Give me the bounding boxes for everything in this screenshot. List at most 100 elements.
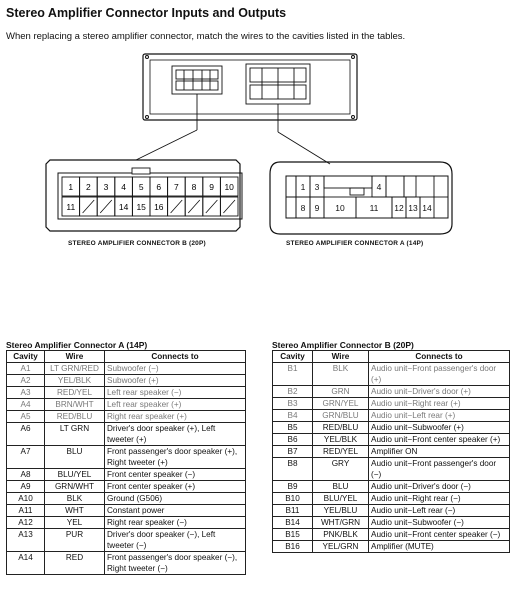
conn-b-cell-label: 9	[209, 182, 214, 192]
conn-b-cell-label: 5	[139, 182, 144, 192]
conn-b-cavity	[219, 196, 239, 217]
conn-b-unused-mark	[205, 199, 218, 214]
wire-cell: RED/BLU	[44, 410, 105, 423]
connector-a-diagram: 1 3 4 8 9 10 11 12 13 14	[269, 161, 453, 235]
conn-b-cell-label: 8	[192, 182, 197, 192]
connects-cell: Ground (G506)	[104, 492, 246, 505]
conn-b-cell-label: 14	[119, 202, 129, 212]
wire-cell: LT GRN/RED	[44, 362, 105, 375]
wire-cell: RED	[44, 551, 105, 575]
cavity-cell: A13	[6, 528, 45, 552]
connects-cell: Amplifier (MUTE)	[368, 540, 510, 553]
connects-cell: Audio unit−Subwoofer (−)	[368, 516, 510, 529]
wire-cell: BLK	[44, 492, 105, 505]
connects-cell: Driver's door speaker (+), Left tweeter …	[104, 422, 246, 446]
wire-cell: WHT/GRN	[312, 516, 369, 529]
conn-a-cell-10: 10	[335, 203, 345, 213]
cavity-cell: B11	[272, 504, 313, 517]
wire-cell: YEL/BLU	[312, 504, 369, 517]
connects-cell: Amplifier ON	[368, 445, 510, 458]
conn-b-cell-label: 6	[156, 182, 161, 192]
conn-b-unused-mark	[99, 199, 113, 214]
table-a-header-wire: Wire	[44, 350, 105, 363]
cavity-cell: B8	[272, 457, 313, 481]
cavity-cell: B14	[272, 516, 313, 529]
connects-cell: Constant power	[104, 504, 246, 517]
cavity-cell: A2	[6, 374, 45, 387]
wire-cell: WHT	[44, 504, 105, 517]
cavity-cell: B5	[272, 421, 313, 434]
wire-cell: BRN/WHT	[44, 398, 105, 411]
conn-a-cell-11: 11	[370, 203, 379, 213]
connects-cell: Audio unit−Driver's door (−)	[368, 480, 510, 493]
connects-cell: Front passenger's door speaker (−), Righ…	[104, 551, 246, 575]
connects-cell: Subwoofer (+)	[104, 374, 246, 387]
connects-cell: Audio unit−Left rear (+)	[368, 409, 510, 422]
table-a-title: Stereo Amplifier Connector A (14P)	[6, 340, 148, 350]
wire-cell: GRY	[312, 457, 369, 481]
connects-cell: Driver's door speaker (−), Left tweeter …	[104, 528, 246, 552]
cavity-cell: B16	[272, 540, 313, 553]
small-connector-b	[171, 65, 223, 95]
conn-a-cell-13: 13	[408, 203, 418, 213]
connects-cell: Audio unit−Front passenger's door (−)	[368, 457, 510, 481]
cavity-cell: A14	[6, 551, 45, 575]
cavity-cell: A10	[6, 492, 45, 505]
conn-b-cell-label: 11	[66, 202, 75, 212]
table-a-header-connects: Connects to	[104, 350, 246, 363]
wire-cell: RED/YEL	[44, 386, 105, 399]
cavity-cell: A7	[6, 445, 45, 469]
connects-cell: Audio unit−Right rear (+)	[368, 397, 510, 410]
table-b-title: Stereo Amplifier Connector B (20P)	[272, 340, 414, 350]
connects-cell: Front passenger's door speaker (+), Righ…	[104, 445, 246, 469]
table-b-header-cavity: Cavity	[272, 350, 313, 363]
cavity-cell: A4	[6, 398, 45, 411]
conn-a-cell-4: 4	[377, 182, 382, 192]
cavity-cell: B9	[272, 480, 313, 493]
wire-cell: PUR	[44, 528, 105, 552]
connects-cell: Subwoofer (−)	[104, 362, 246, 375]
connects-cell: Right rear speaker (+)	[104, 410, 246, 423]
page-subtitle: When replacing a stereo amplifier connec…	[6, 31, 406, 42]
cavity-cell: B1	[272, 362, 313, 386]
table-b-header-wire: Wire	[312, 350, 369, 363]
wire-cell: GRN/WHT	[44, 480, 105, 493]
wire-cell: YEL	[44, 516, 105, 529]
table-b-header-connects: Connects to	[368, 350, 510, 363]
wire-cell: YEL/BLK	[312, 433, 369, 446]
conn-b-cell-label: 16	[154, 202, 164, 212]
cavity-cell: B7	[272, 445, 313, 458]
wire-cell: GRN/BLU	[312, 409, 369, 422]
cavity-cell: A11	[6, 504, 45, 517]
connects-cell: Audio unit−Front center speaker (+)	[368, 433, 510, 446]
leader-lines	[135, 94, 331, 165]
conn-b-cell-label: 1	[68, 182, 73, 192]
connects-cell: Audio unit−Subwoofer (+)	[368, 421, 510, 434]
conn-a-cell-8: 8	[301, 203, 306, 213]
wire-cell: LT GRN	[44, 422, 105, 446]
connector-b-label: STEREO AMPLIFIER CONNECTOR B (20P)	[68, 240, 206, 247]
cavity-cell: B2	[272, 385, 313, 398]
conn-b-cell-label: 4	[121, 182, 126, 192]
conn-a-cell-14: 14	[422, 203, 432, 213]
connects-cell: Audio unit−Front passenger's door (+)	[368, 362, 510, 386]
